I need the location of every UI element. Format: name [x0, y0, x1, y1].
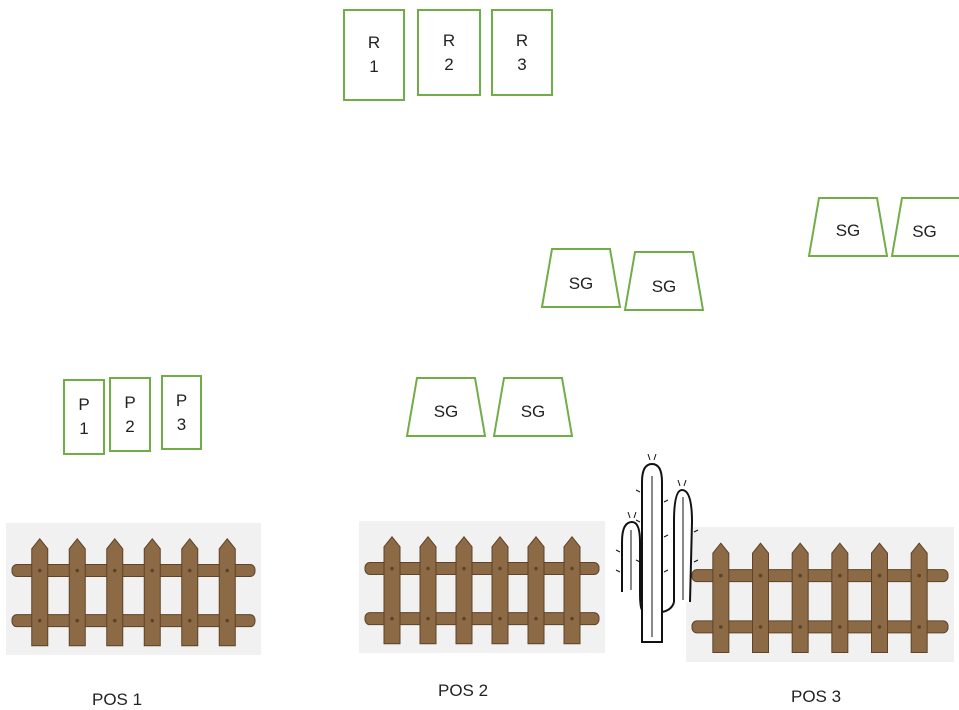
sg-label-5: SG: [835, 221, 861, 240]
pos-2-label: POS 2: [438, 681, 489, 700]
pos-3-label: POS 3: [791, 687, 842, 706]
sg-label-3: SG: [568, 274, 594, 293]
sg-label-1: SG: [433, 402, 459, 421]
sg-shape-2: SG: [492, 376, 574, 438]
sg-shape-6: SG: [890, 196, 959, 258]
r3-number: 3: [517, 54, 527, 74]
p3-box: P 3: [161, 375, 202, 450]
cactus-icon: [612, 452, 700, 653]
sg-shape-4: SG: [623, 250, 705, 312]
p3-letter: P: [175, 390, 188, 410]
sg-label-2: SG: [520, 402, 546, 421]
p2-box: P 2: [109, 377, 151, 452]
r2-number: 2: [444, 54, 454, 74]
pos-1-label: POS 1: [92, 690, 143, 709]
r1-number: 1: [369, 57, 379, 76]
fence-icon: [359, 521, 605, 653]
fence-icon: [686, 527, 954, 662]
p1-box: P 1: [63, 379, 105, 455]
fence-icon: [6, 523, 261, 655]
p2-number: 2: [125, 416, 135, 436]
p1-number: 1: [79, 419, 89, 438]
r3-letter: R: [515, 30, 529, 50]
p2-letter: P: [124, 392, 136, 412]
sg-label-4: SG: [651, 277, 677, 296]
sg-label-6: SG: [912, 222, 937, 241]
p1-letter: P: [78, 395, 90, 414]
p3-number: 3: [176, 414, 187, 434]
r3-box: R 3: [491, 9, 553, 96]
sg-shape-3: SG: [540, 247, 622, 309]
sg-shape-1: SG: [405, 376, 487, 438]
r2-letter: R: [442, 30, 456, 50]
sg-shape-5: SG: [807, 196, 889, 258]
r2-box: R 2: [417, 9, 481, 96]
r1-letter: R: [367, 33, 381, 52]
r1-box: R 1: [343, 9, 405, 101]
